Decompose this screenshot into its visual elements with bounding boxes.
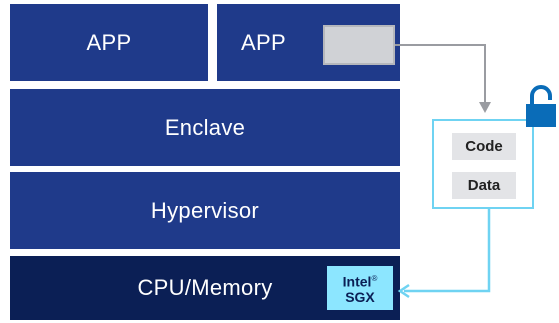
- app-left-label: APP: [86, 29, 132, 55]
- enclave-block: Enclave: [10, 89, 400, 166]
- enclave-label: Enclave: [164, 114, 246, 140]
- code-chip: Code: [452, 133, 516, 160]
- app-block-left: APP: [10, 4, 208, 81]
- cyan-arrowhead: [397, 283, 410, 299]
- sgx-badge-line1: Intel®: [342, 273, 378, 290]
- protected-region-box: [323, 25, 395, 65]
- cyan-connector-line: [404, 209, 491, 293]
- cpu-memory-label: CPU/Memory: [137, 275, 273, 300]
- lock-icon: [526, 85, 556, 127]
- data-chip: Data: [452, 172, 516, 199]
- app-right-label: APP: [241, 29, 286, 55]
- hypervisor-block: Hypervisor: [10, 172, 400, 249]
- sgx-badge-line2: SGX: [345, 289, 375, 306]
- registered-mark: ®: [371, 273, 378, 283]
- intel-sgx-badge: Intel® SGX: [327, 266, 393, 310]
- hypervisor-label: Hypervisor: [150, 197, 260, 223]
- gray-connector-line: [395, 44, 486, 104]
- gray-arrowhead: [479, 102, 491, 113]
